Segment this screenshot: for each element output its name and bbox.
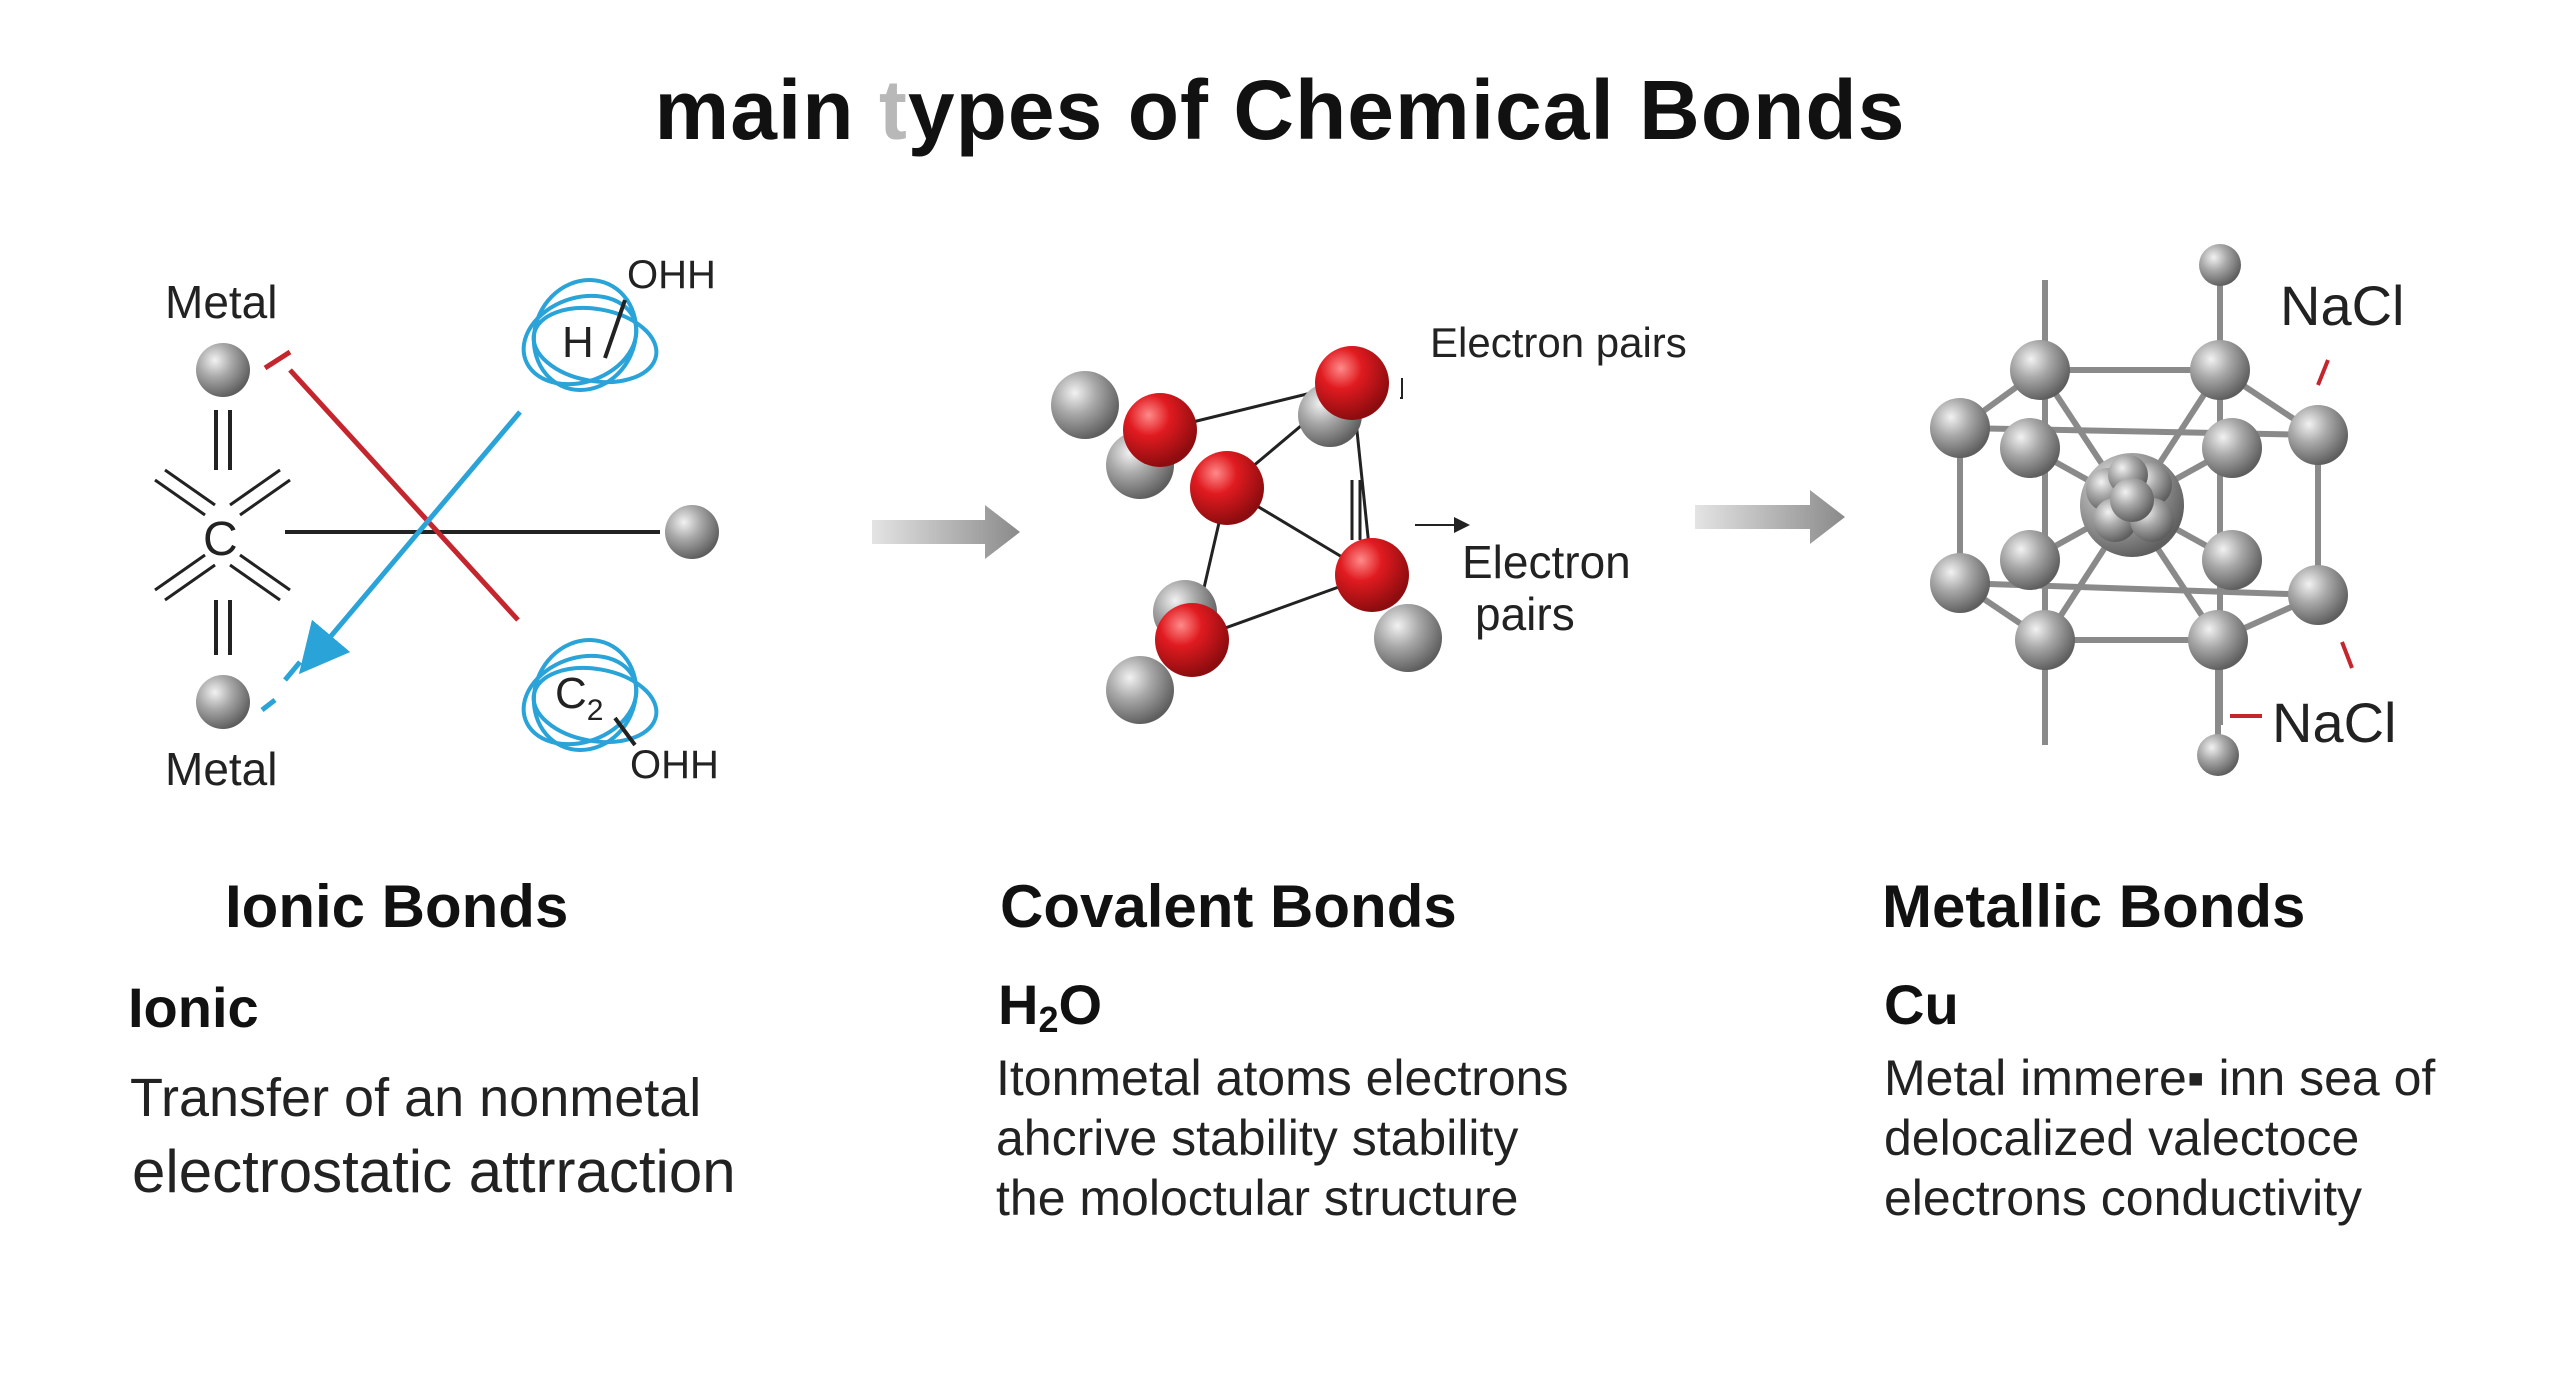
metal-atom-bottom	[196, 675, 250, 729]
metallic-heading: Metallic Bonds	[1882, 873, 2306, 940]
metal-lattice-atom	[2199, 244, 2241, 286]
ionic-gray-atom	[665, 505, 719, 559]
electron-pairs-label-side-2: pairs	[1475, 588, 1575, 640]
process-arrow-icon	[1695, 490, 1845, 544]
nacl-label-top: NaCl	[2280, 274, 2404, 337]
electron-cloud-bottom	[521, 638, 659, 752]
ionic-subhead: Ionic	[128, 976, 259, 1039]
cloud-bottom-label: OHH	[630, 743, 719, 787]
metal-lattice-atom	[2190, 340, 2250, 400]
metallic-description: Metal immere▪ inn sea of delocalized val…	[1884, 1050, 2436, 1226]
metal-lattice-atom	[2000, 418, 2060, 478]
metal-lattice-atom	[2010, 340, 2070, 400]
metal-bottom-label: Metal	[165, 743, 277, 795]
oxygen-atom	[1315, 346, 1389, 420]
ionic-description-line-2: electrostatic attrraction	[132, 1138, 736, 1205]
main-title: main types of Chemical Bonds	[654, 63, 1906, 157]
electron-cloud-top	[521, 278, 659, 392]
ionic-red-line	[288, 368, 520, 622]
metal-lattice-atom	[2202, 418, 2262, 478]
ionic-diagram: Metal C Metal	[154, 253, 719, 795]
metal-lattice-atom	[2288, 565, 2348, 625]
metal-core-cluster	[2080, 453, 2184, 557]
metal-lattice-atom	[2000, 530, 2060, 590]
metal-atom-top	[196, 343, 250, 397]
diagram-canvas: Metal C Metal	[154, 244, 2404, 795]
ionic-description-line-1: Transfer of an nonmetal	[130, 1068, 702, 1128]
carbon-center-label: C	[203, 513, 238, 566]
oxygen-atom	[1190, 451, 1264, 525]
cloud-bottom-atom: C2	[555, 669, 603, 727]
ionic-heading: Ionic Bonds	[225, 873, 569, 940]
covalent-description: Itonmetal atoms electrons ahcrive stabil…	[996, 1050, 1569, 1226]
nacl-label-bottom: NaCl	[2272, 691, 2396, 754]
metal-lattice-atom	[1930, 398, 1990, 458]
process-arrow-icon	[872, 505, 1020, 559]
electron-pairs-label-side-1: Electron	[1462, 536, 1631, 588]
ionic-blue-arrow	[298, 410, 522, 675]
cloud-top-atom: H	[562, 318, 594, 367]
metal-lattice-atom	[1930, 553, 1990, 613]
metal-lattice-atom	[2015, 610, 2075, 670]
covalent-heading: Covalent Bonds	[1000, 873, 1457, 940]
metallic-subhead: Cu	[1884, 973, 1959, 1036]
hydrogen-atom	[1051, 371, 1119, 439]
metal-lattice-atom	[2288, 405, 2348, 465]
oxygen-atom	[1123, 393, 1197, 467]
metal-lattice-atom	[2197, 734, 2239, 776]
cloud-top-label: OHH	[627, 253, 716, 297]
covalent-diagram: Electron pairs Electron pairs	[1051, 319, 1687, 724]
oxygen-atom	[1155, 603, 1229, 677]
hydrogen-atom	[1106, 656, 1174, 724]
electron-pairs-label-top: Electron pairs	[1430, 319, 1687, 366]
metal-top-label: Metal	[165, 276, 277, 328]
metal-lattice-atom	[2188, 610, 2248, 670]
covalent-formula: H2O	[998, 973, 1103, 1040]
metallic-diagram: NaCl NaCl	[1930, 244, 2404, 776]
hydrogen-atom	[1374, 604, 1442, 672]
metal-lattice-atom	[2202, 530, 2262, 590]
oxygen-atom	[1335, 538, 1409, 612]
